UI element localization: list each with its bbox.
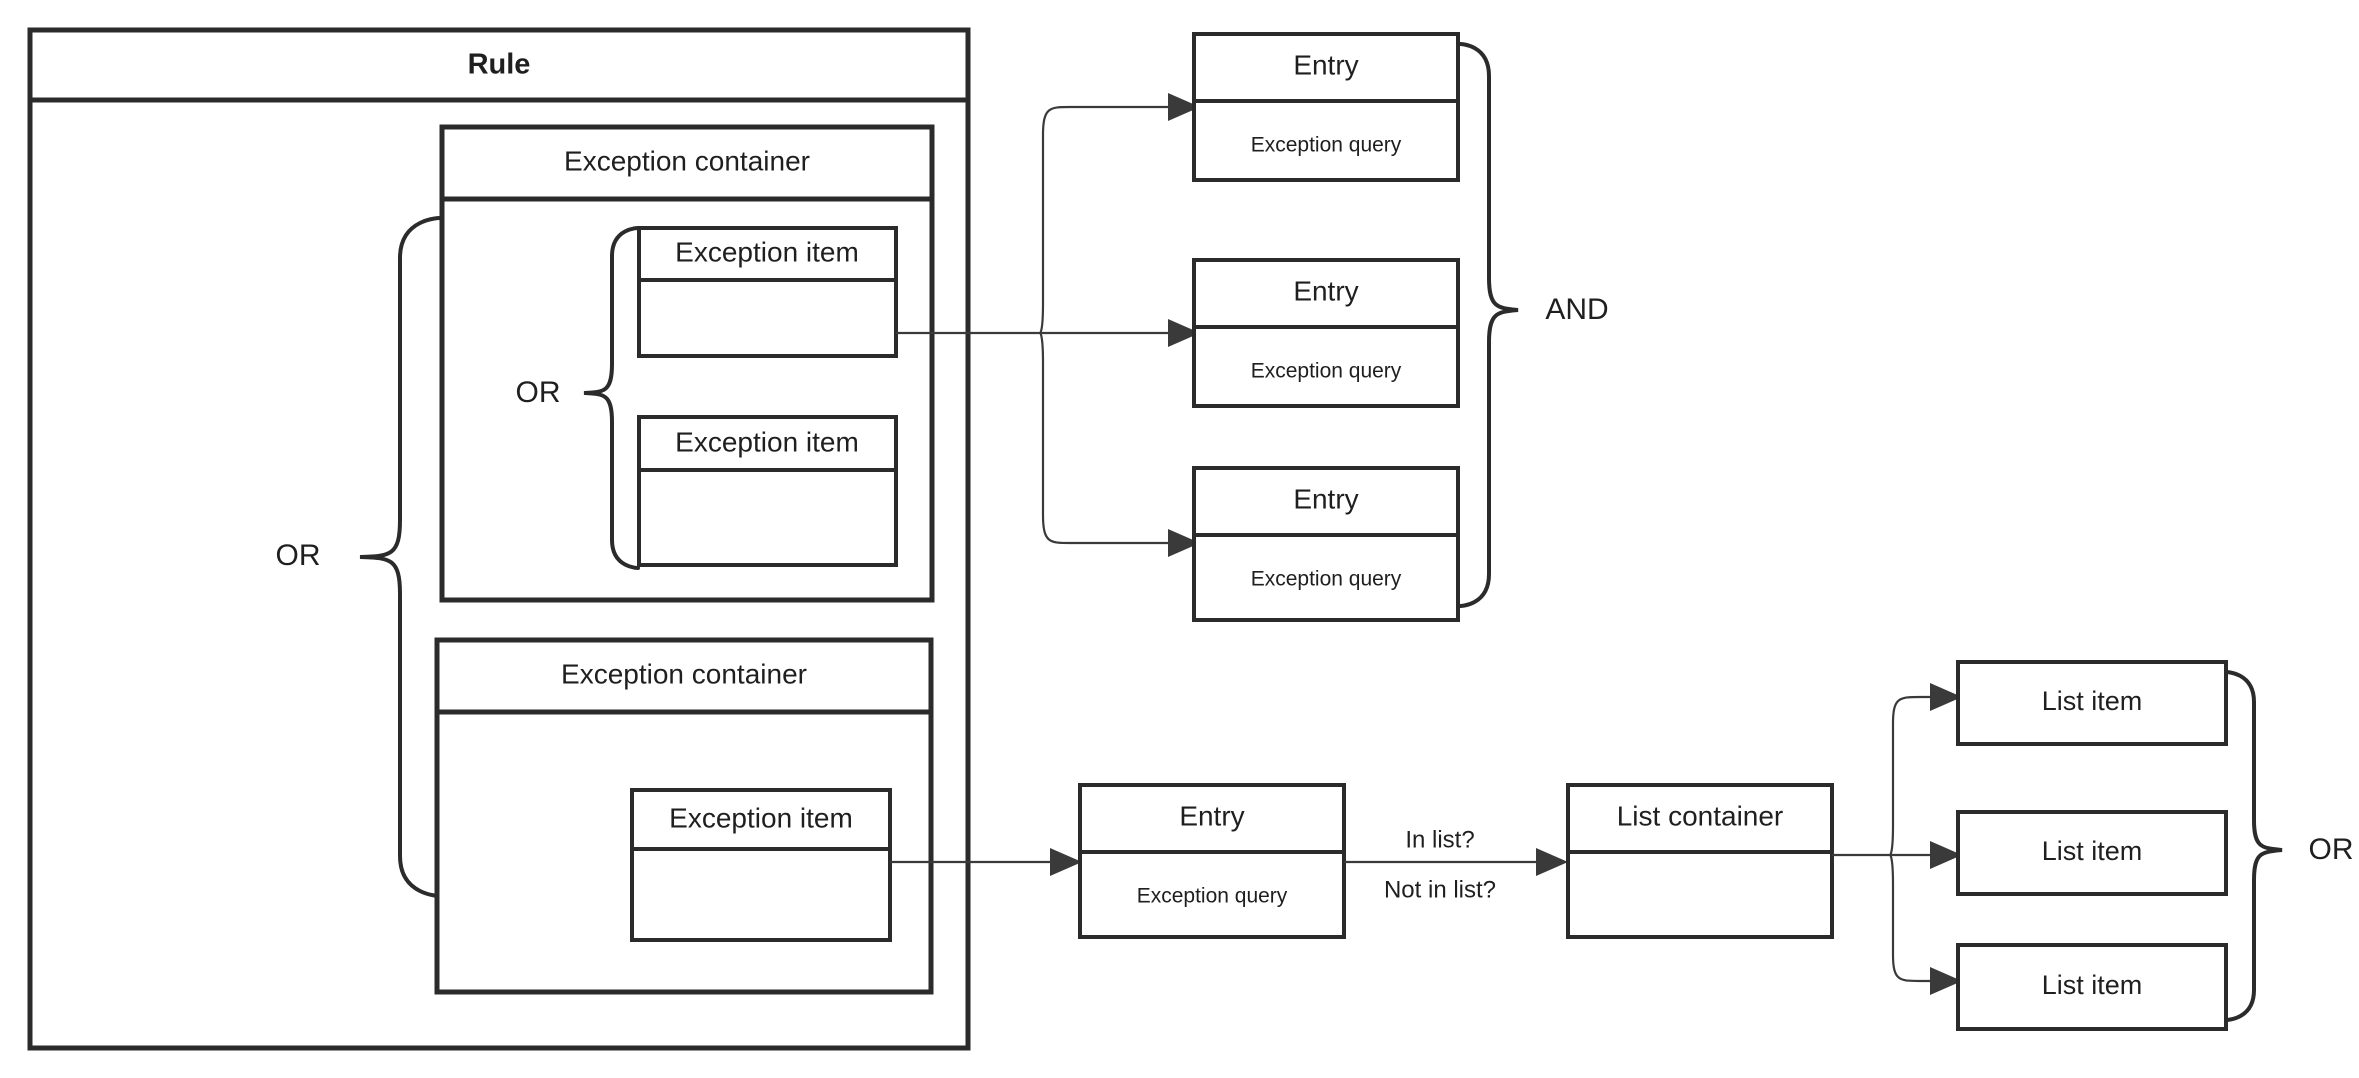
not-in-list-label: Not in list? xyxy=(1384,876,1496,903)
exception-item-1-2[interactable]: Exception item xyxy=(637,415,898,567)
exception-container-1-or-label: OR xyxy=(516,376,561,409)
exception-container-1-title: Exception container xyxy=(564,145,810,176)
entry-box-bottom[interactable]: Entry Exception query xyxy=(1078,783,1346,939)
exception-item-2-1[interactable]: Exception item xyxy=(630,788,892,942)
list-container-title: List container xyxy=(1617,800,1784,831)
list-container[interactable]: List container xyxy=(1566,783,1834,939)
entry-box-1-query: Exception query xyxy=(1251,134,1402,157)
outer-or-label: OR xyxy=(276,539,321,572)
exception-item-2-1-title: Exception item xyxy=(669,802,853,833)
exception-item-1-2-title: Exception item xyxy=(675,426,859,457)
list-item-2-label: List item xyxy=(2042,836,2143,866)
list-item-2[interactable]: List item xyxy=(1956,810,2228,896)
exception-container-1-or-brace xyxy=(583,226,640,570)
entry-box-1[interactable]: Entry Exception query xyxy=(1192,32,1460,182)
list-item-1[interactable]: List item xyxy=(1956,660,2228,746)
outer-or-brace xyxy=(359,216,442,898)
and-brace xyxy=(1458,42,1519,608)
exception-item-1-1-title: Exception item xyxy=(675,236,859,267)
bottom-entry-connector xyxy=(890,848,1082,876)
list-item-1-label: List item xyxy=(2042,686,2143,716)
entry-box-2-title: Entry xyxy=(1293,275,1358,306)
entry-fanout-connector xyxy=(896,93,1200,557)
list-item-3[interactable]: List item xyxy=(1956,943,2228,1031)
entry-box-bottom-query: Exception query xyxy=(1137,885,1288,908)
exception-container-2-title: Exception container xyxy=(561,658,807,689)
list-items-or-label: OR xyxy=(2309,833,2354,866)
list-item-3-label: List item xyxy=(2042,970,2143,1000)
list-decision-connector xyxy=(1344,848,1568,876)
and-label: AND xyxy=(1545,293,1608,326)
rule-title: Rule xyxy=(468,49,531,81)
entry-box-3[interactable]: Entry Exception query xyxy=(1192,466,1460,622)
entry-box-3-query: Exception query xyxy=(1251,568,1402,591)
in-list-label: In list? xyxy=(1405,826,1474,853)
entry-box-2[interactable]: Entry Exception query xyxy=(1192,258,1460,408)
list-items-fanout-connector xyxy=(1832,683,1962,995)
entry-box-bottom-title: Entry xyxy=(1179,800,1244,831)
entry-box-1-title: Entry xyxy=(1293,49,1358,80)
list-items-or-brace xyxy=(2224,670,2283,1022)
entry-box-2-query: Exception query xyxy=(1251,360,1402,383)
exception-item-1-1[interactable]: Exception item xyxy=(637,226,898,358)
entry-box-3-title: Entry xyxy=(1293,483,1358,514)
